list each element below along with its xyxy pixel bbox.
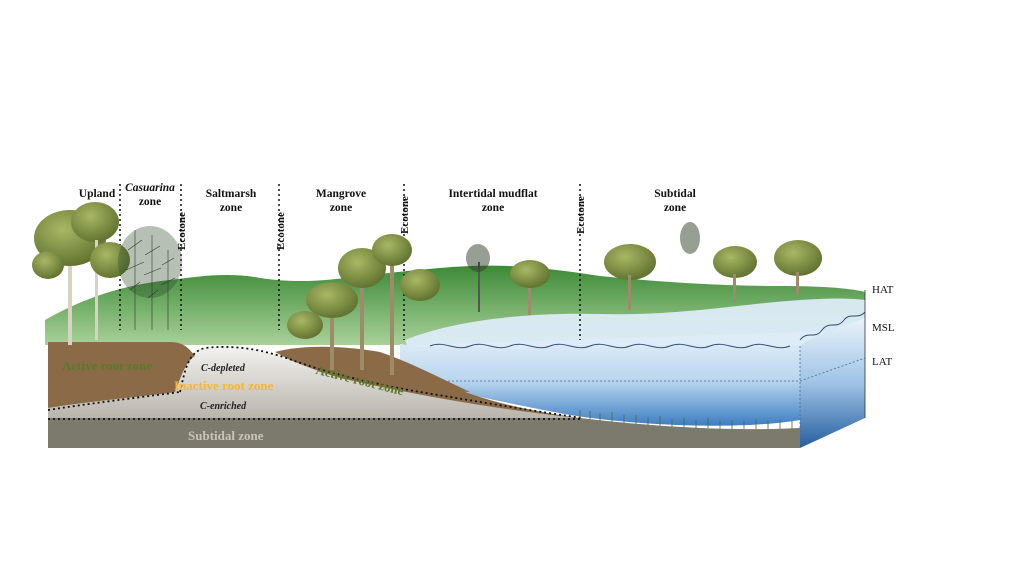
soil-boundary-upper xyxy=(179,346,583,419)
upland-trees xyxy=(32,202,130,345)
seagrass xyxy=(579,410,793,429)
upland-text: Upland xyxy=(78,188,116,200)
casuarina-trees xyxy=(118,226,182,330)
active-root-zone-right-body xyxy=(275,346,470,392)
active-root-zone-left xyxy=(48,342,195,408)
ecotone-label-3: Ecotone xyxy=(399,196,411,234)
casuarina-italic-text: Casuarina xyxy=(125,182,175,194)
ecotone-label-1: Ecotone xyxy=(176,212,188,250)
c-depleted-label: C-depleted xyxy=(201,363,245,374)
msl-wave-side xyxy=(799,311,866,341)
ecotone-label-2: Ecotone xyxy=(275,212,287,250)
mangrove-trees xyxy=(287,234,440,375)
c-enriched-label: C-enriched xyxy=(200,401,247,412)
zone-label-casuarina: Casuarina zone xyxy=(120,181,180,209)
mudflat-text: Intertidal mudflat xyxy=(448,188,538,200)
active-root-zone-left-label: Active root zone xyxy=(62,358,153,373)
mangrove-text: Mangrove xyxy=(315,188,367,200)
zone-label-upland: Upland xyxy=(74,187,120,201)
mangrove-zone-text: zone xyxy=(329,202,353,214)
casuarina-zone-text: zone xyxy=(138,196,162,208)
saltmarsh-zone-text: zone xyxy=(219,202,243,214)
tide-label-msl: MSL xyxy=(872,322,895,334)
inactive-root-zone xyxy=(48,346,580,418)
mudflat-zone-text: zone xyxy=(481,202,505,214)
zone-label-saltmarsh: Saltmarsh zone xyxy=(196,187,266,215)
zone-label-mangrove: Mangrove zone xyxy=(306,187,376,215)
subtidal-text: Subtidal xyxy=(654,188,696,200)
mudflat-trees xyxy=(466,244,550,315)
subtidal-trees xyxy=(604,222,822,310)
tide-label-lat: LAT xyxy=(872,356,893,368)
subtidal-zone-label: Subtidal zone xyxy=(188,428,264,443)
tide-label-hat: HAT xyxy=(872,284,894,296)
msl-wave-line xyxy=(429,343,791,349)
zone-label-mudflat: Intertidal mudflat zone xyxy=(428,187,558,215)
subtidal-zone-text: zone xyxy=(663,202,687,214)
ecotone-label-4: Ecotone xyxy=(575,196,587,234)
subtidal-layer xyxy=(48,418,800,448)
saltmarsh-text: Saltmarsh xyxy=(205,188,257,200)
lat-line-side xyxy=(799,357,866,382)
water-front-face xyxy=(400,344,800,426)
inactive-root-zone-label: Inactive root zone xyxy=(174,378,274,393)
water-side-face xyxy=(800,318,865,448)
zone-label-subtidal: Subtidal zone xyxy=(640,187,710,215)
